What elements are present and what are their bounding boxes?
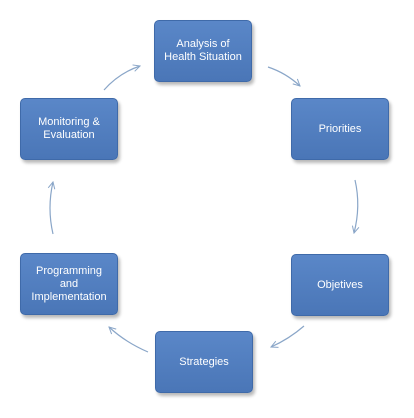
arrow-monitoring-to-analysis: [103, 66, 140, 91]
step-priorities: Priorities: [291, 98, 389, 160]
step-label: Monitoring & Evaluation: [38, 116, 100, 141]
step-programming-and-implementation: Programming and Implementation: [20, 253, 118, 315]
step-label: Strategies: [179, 355, 229, 368]
step-label: Analysis of Health Situation: [164, 38, 242, 63]
step-label: Objetives: [317, 278, 363, 291]
step-strategies: Strategies: [155, 331, 253, 393]
arrow-programming-to-monitoring: [50, 182, 53, 235]
arrow-objetives-to-strategies: [271, 325, 305, 347]
arrow-analysis-to-priorities: [267, 66, 300, 86]
step-monitoring-and-evaluation: Monitoring & Evaluation: [20, 98, 118, 160]
arrow-priorities-to-objetives: [354, 179, 358, 233]
step-label: Programming and Implementation: [31, 264, 107, 303]
step-analysis-of-health-situation: Analysis of Health Situation: [154, 20, 252, 82]
step-label: Priorities: [318, 122, 362, 135]
step-objetives: Objetives: [291, 254, 389, 316]
arrow-strategies-to-programming: [109, 327, 149, 353]
